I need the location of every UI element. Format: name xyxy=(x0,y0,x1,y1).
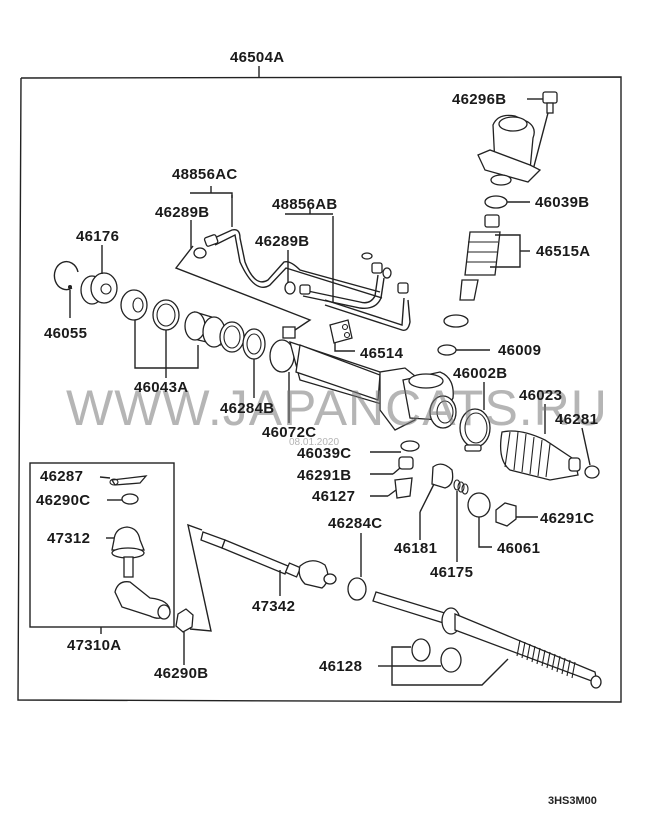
reference-line xyxy=(174,245,312,331)
part-label-46023[interactable]: 46023 xyxy=(519,387,563,404)
part-label-46055[interactable]: 46055 xyxy=(44,325,88,342)
pressure-pipes xyxy=(190,186,411,332)
assembly-frame xyxy=(17,66,622,703)
part-label-46284C[interactable]: 46284C xyxy=(328,515,383,532)
part-label-46290C[interactable]: 46290C xyxy=(36,492,91,509)
part-label-46002B[interactable]: 46002B xyxy=(453,365,508,382)
rack-bar xyxy=(372,591,602,689)
cotter-pin-46287 xyxy=(99,475,148,486)
spring-46175 xyxy=(453,479,469,562)
seal-part xyxy=(490,174,512,186)
tie-rod-end-frame xyxy=(29,462,175,628)
end-plug-46176 xyxy=(80,245,118,305)
castle-nut-46290C xyxy=(107,493,139,505)
part-label-47312[interactable]: 47312 xyxy=(47,530,91,547)
part-label-46043A[interactable]: 46043A xyxy=(134,379,189,396)
assembly-label[interactable]: 46504A xyxy=(230,49,285,66)
part-label-46061[interactable]: 46061 xyxy=(497,540,541,557)
inner-tie-rod-47342 xyxy=(200,531,337,596)
yoke-46127 xyxy=(394,477,413,499)
bearing-46009 xyxy=(437,344,457,356)
part-label-46175[interactable]: 46175 xyxy=(430,564,474,581)
tie-rod-end-47310A xyxy=(114,556,171,620)
part-label-46296B[interactable]: 46296B xyxy=(452,91,507,108)
bearing-part xyxy=(443,314,469,328)
valve-housing-part xyxy=(477,91,558,183)
pipe-clamp-46514 xyxy=(329,319,355,352)
watermark: WWW.JAPANCATS.RU xyxy=(66,380,608,436)
part-label-46284B[interactable]: 46284B xyxy=(220,400,275,417)
part-label-46176[interactable]: 46176 xyxy=(76,228,120,245)
part-label-46128[interactable]: 46128 xyxy=(319,658,363,675)
part-label-46009[interactable]: 46009 xyxy=(498,342,542,359)
part-label-47310A[interactable]: 47310A xyxy=(67,637,122,654)
part-label-46515A[interactable]: 46515A xyxy=(536,243,591,260)
part-label-46181[interactable]: 46181 xyxy=(394,540,438,557)
rack-guide-46181 xyxy=(431,463,454,489)
snap-ring-46055 xyxy=(53,260,79,291)
boot-clip-46281 xyxy=(581,427,600,479)
part-label-46281[interactable]: 46281 xyxy=(555,411,599,428)
watermark-date: 08.01.2020 xyxy=(289,437,340,448)
nut-46291B xyxy=(398,456,414,470)
part-label-46039B[interactable]: 46039B xyxy=(535,194,590,211)
rack-bushing-46043A xyxy=(120,289,226,378)
seal-46039C xyxy=(400,440,420,452)
part-label-46289B-2[interactable]: 46289B xyxy=(255,233,310,250)
gear-housing-46072C xyxy=(269,326,457,431)
part-label-46072C[interactable]: 46072C xyxy=(262,424,317,441)
part-label-46514[interactable]: 46514 xyxy=(360,345,404,362)
part-label-46291C[interactable]: 46291C xyxy=(540,510,595,527)
dust-boot-47312 xyxy=(106,526,145,559)
drawing-code: 3HS3M00 xyxy=(548,795,597,807)
part-label-47342[interactable]: 47342 xyxy=(252,598,296,615)
rack-boot-46023 xyxy=(499,404,581,481)
nut-46290B xyxy=(175,523,212,665)
cap-46061 xyxy=(467,492,491,518)
part-label-46039C[interactable]: 46039C xyxy=(297,445,352,462)
oil-seal-46039B xyxy=(484,195,508,209)
part-label-46289B-1[interactable]: 46289B xyxy=(155,204,210,221)
part-label-48856AB[interactable]: 48856AB xyxy=(272,196,338,213)
pinion-valve-part xyxy=(459,214,530,301)
lock-washer-46284C xyxy=(347,577,367,601)
part-label-48856AC[interactable]: 48856AC xyxy=(172,166,238,183)
locknut-46291C xyxy=(495,502,517,527)
part-label-46290B[interactable]: 46290B xyxy=(154,665,209,682)
part-label-46291B[interactable]: 46291B xyxy=(297,467,352,484)
part-label-46127[interactable]: 46127 xyxy=(312,488,356,505)
rack-seals-46128 xyxy=(378,638,509,686)
boot-clamp-46002B xyxy=(459,382,491,452)
part-label-46287[interactable]: 46287 xyxy=(40,468,84,485)
